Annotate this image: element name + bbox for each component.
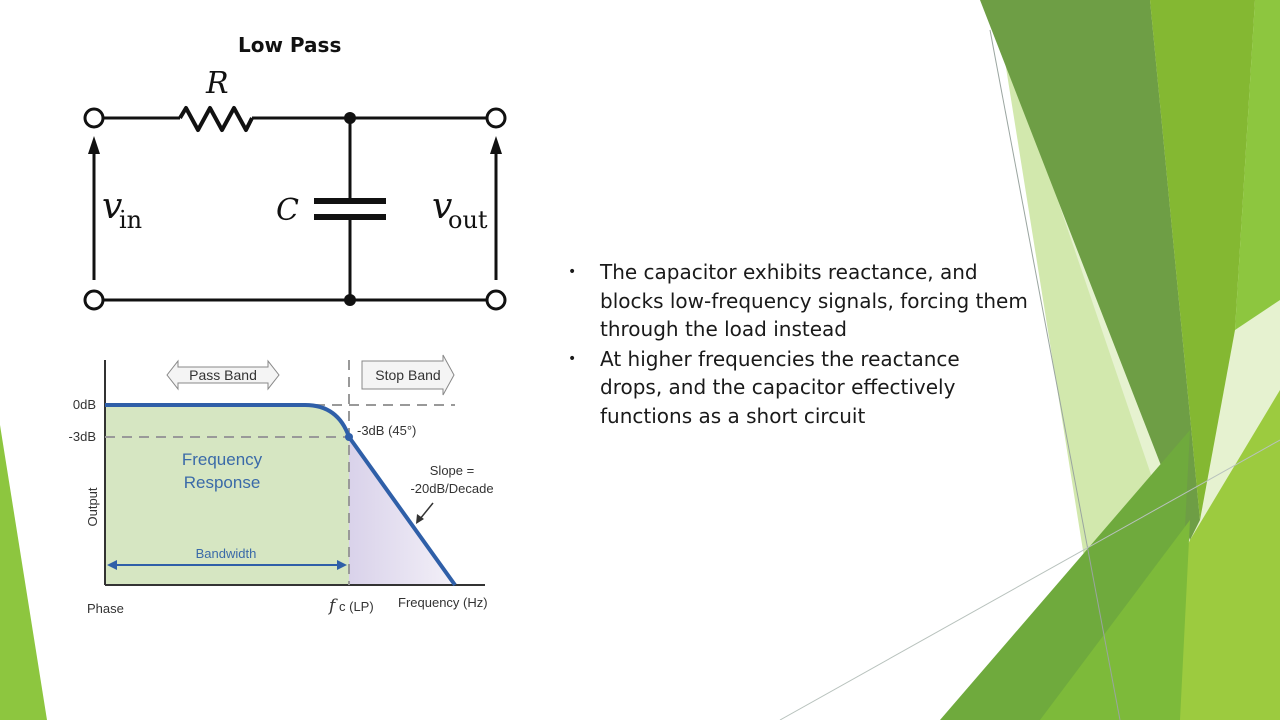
bullet-dot: • bbox=[568, 350, 577, 367]
cutoff-frequency-sub: c (LP) bbox=[339, 599, 374, 614]
pass-band-label: Pass Band bbox=[189, 367, 257, 383]
rc-circuit-diagram: R C v in v out bbox=[83, 66, 507, 311]
stop-band-label: Stop Band bbox=[375, 367, 440, 383]
junction-dot-top bbox=[344, 112, 356, 124]
bandwidth-arrow-left bbox=[107, 560, 117, 570]
cutoff-point bbox=[345, 433, 353, 441]
vin-label: v bbox=[102, 186, 122, 227]
zero-db-label: 0dB bbox=[73, 397, 96, 412]
thin-diagonal-line bbox=[989, 29, 1121, 720]
frequency-response-chart: Pass Band Stop Band 0dB -3dB -3dB (45°) … bbox=[69, 354, 494, 616]
bullet-text: At higher frequencies the reactance drop… bbox=[600, 346, 960, 428]
bullet-list: • The capacitor exhibits reactance, and b… bbox=[568, 258, 1028, 431]
left-green-shard bbox=[0, 425, 47, 720]
vout-label: v bbox=[432, 186, 452, 227]
cutoff-frequency-symbol: f bbox=[327, 596, 338, 616]
bottom-mid-triangle bbox=[1040, 520, 1190, 720]
bandwidth-label: Bandwidth bbox=[196, 546, 257, 561]
slope-label-2: -20dB/Decade bbox=[410, 481, 493, 496]
pass-band-fill bbox=[105, 405, 349, 585]
cutoff-annotation: -3dB (45°) bbox=[357, 423, 416, 438]
thin-diagonal-line-2 bbox=[779, 439, 1280, 720]
bullet-text: The capacitor exhibits reactance, and bl… bbox=[600, 260, 1028, 341]
bullet-item: • The capacitor exhibits reactance, and b… bbox=[568, 258, 1028, 344]
x-axis-label: Frequency (Hz) bbox=[398, 595, 488, 610]
resistor-symbol bbox=[178, 106, 254, 132]
vin-arrow-head bbox=[88, 136, 100, 154]
terminal-in-top bbox=[83, 107, 105, 129]
slide-title: Low Pass bbox=[238, 33, 342, 57]
phase-label: Phase bbox=[87, 601, 124, 616]
bandwidth-arrow-right bbox=[337, 560, 347, 570]
right-dark-green-band bbox=[980, 0, 1200, 540]
terminal-in-bottom bbox=[83, 289, 105, 311]
terminal-out-top bbox=[485, 107, 507, 129]
slope-label-1: Slope = bbox=[430, 463, 474, 478]
bullet-item: • At higher frequencies the reactance dro… bbox=[568, 345, 1028, 431]
vin-subscript: in bbox=[119, 206, 142, 234]
frequency-response-label-2: Response bbox=[184, 473, 261, 492]
vout-arrow-head bbox=[490, 136, 502, 154]
terminal-out-bottom bbox=[485, 289, 507, 311]
bullet-dot: • bbox=[568, 264, 577, 280]
slope-pointer-head bbox=[416, 514, 424, 524]
junction-dot-bottom bbox=[344, 294, 356, 306]
right-bright-green-band bbox=[1150, 0, 1255, 520]
vout-subscript: out bbox=[448, 206, 488, 234]
slope-pointer-arrow bbox=[419, 502, 434, 520]
resistor-label: R bbox=[205, 66, 229, 101]
right-top-lime bbox=[1235, 0, 1280, 330]
stop-band-arrow bbox=[361, 354, 455, 396]
y-axis-label: Output bbox=[85, 487, 100, 526]
minus-3db-label: -3dB bbox=[69, 429, 96, 444]
pass-band-arrow bbox=[166, 359, 280, 391]
frequency-response-label-1: Frequency bbox=[182, 450, 263, 469]
capacitor-label: C bbox=[276, 193, 299, 228]
